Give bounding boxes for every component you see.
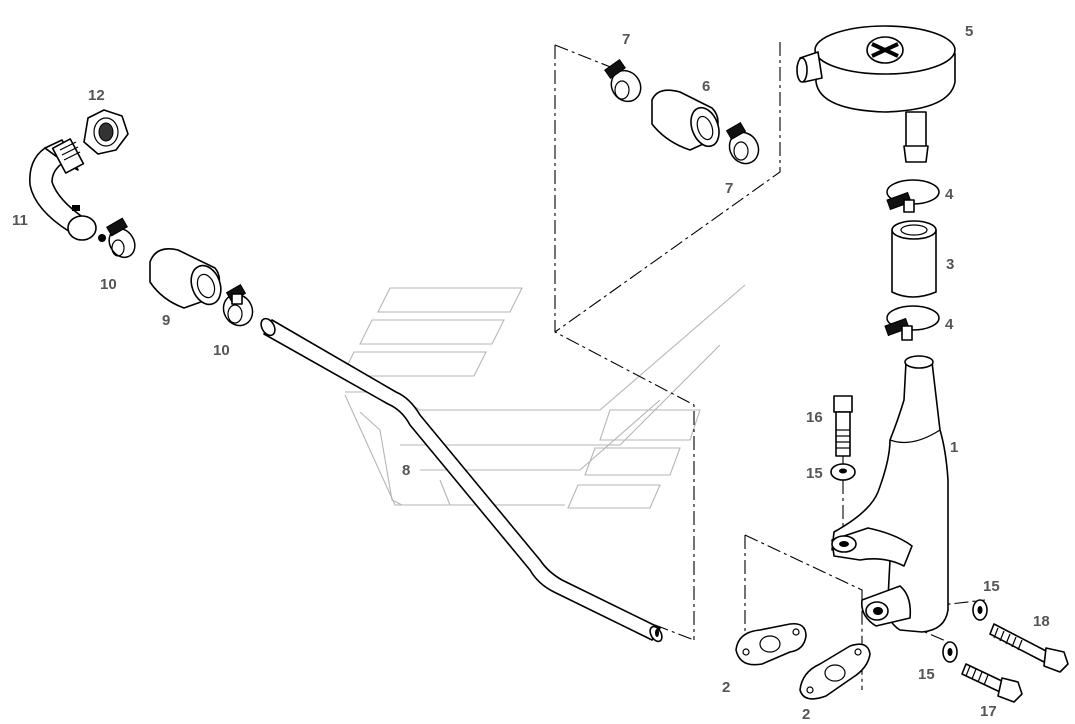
label-part-9: 9	[162, 312, 170, 329]
label-part-3: 3	[946, 256, 954, 273]
label-part-12: 12	[88, 87, 105, 104]
hose-clamp-7-lower	[725, 121, 760, 165]
label-part-8: 8	[402, 462, 410, 479]
label-part-18: 18	[1033, 613, 1050, 630]
hose-clamp-4-upper	[886, 179, 940, 213]
hose-clamp-10-lower	[222, 283, 254, 327]
label-part-10-lower: 10	[213, 342, 230, 359]
washer-15-lower	[942, 641, 958, 663]
label-part-17: 17	[980, 703, 997, 720]
washer-15-middle	[972, 599, 988, 621]
label-part-15-middle: 15	[983, 578, 1000, 595]
hose-clamp-4-lower	[884, 305, 940, 341]
label-part-10-upper: 10	[100, 276, 117, 293]
gasket-2-left	[735, 622, 807, 666]
hose-6	[651, 89, 720, 151]
elbow-fitting-11	[28, 138, 97, 241]
filler-neck-1	[831, 355, 949, 633]
part-labels: 1 2 2 3 4 4 5 6 7 7 8 9 10 10 11 12 15 1…	[12, 23, 1050, 723]
bolt-17	[961, 663, 1023, 703]
label-part-1: 1	[950, 439, 958, 456]
label-part-16: 16	[806, 409, 823, 426]
label-part-7-upper: 7	[622, 31, 630, 48]
bolt-16	[833, 395, 853, 457]
label-part-11: 11	[12, 212, 28, 229]
label-part-15-lower: 15	[918, 666, 935, 683]
breather-cap-5	[796, 25, 956, 163]
bolt-18	[989, 623, 1069, 673]
label-part-4-lower: 4	[945, 316, 954, 333]
label-part-4-upper: 4	[945, 186, 954, 203]
label-part-2-right: 2	[802, 706, 810, 723]
hose-9	[149, 248, 222, 309]
hose-clamp-7-upper	[604, 59, 642, 103]
gasket-2-right	[799, 643, 871, 700]
label-part-5: 5	[965, 23, 973, 40]
hose-3	[891, 220, 937, 298]
washer-15-upper	[830, 463, 856, 481]
label-part-15-upper: 15	[806, 465, 823, 482]
hose-clamp-10-upper	[98, 217, 136, 259]
label-part-2-left: 2	[722, 679, 730, 696]
pipe-8	[260, 317, 663, 643]
hex-nut-12	[83, 109, 129, 155]
label-part-6: 6	[702, 78, 710, 95]
label-part-7-lower: 7	[725, 180, 733, 197]
